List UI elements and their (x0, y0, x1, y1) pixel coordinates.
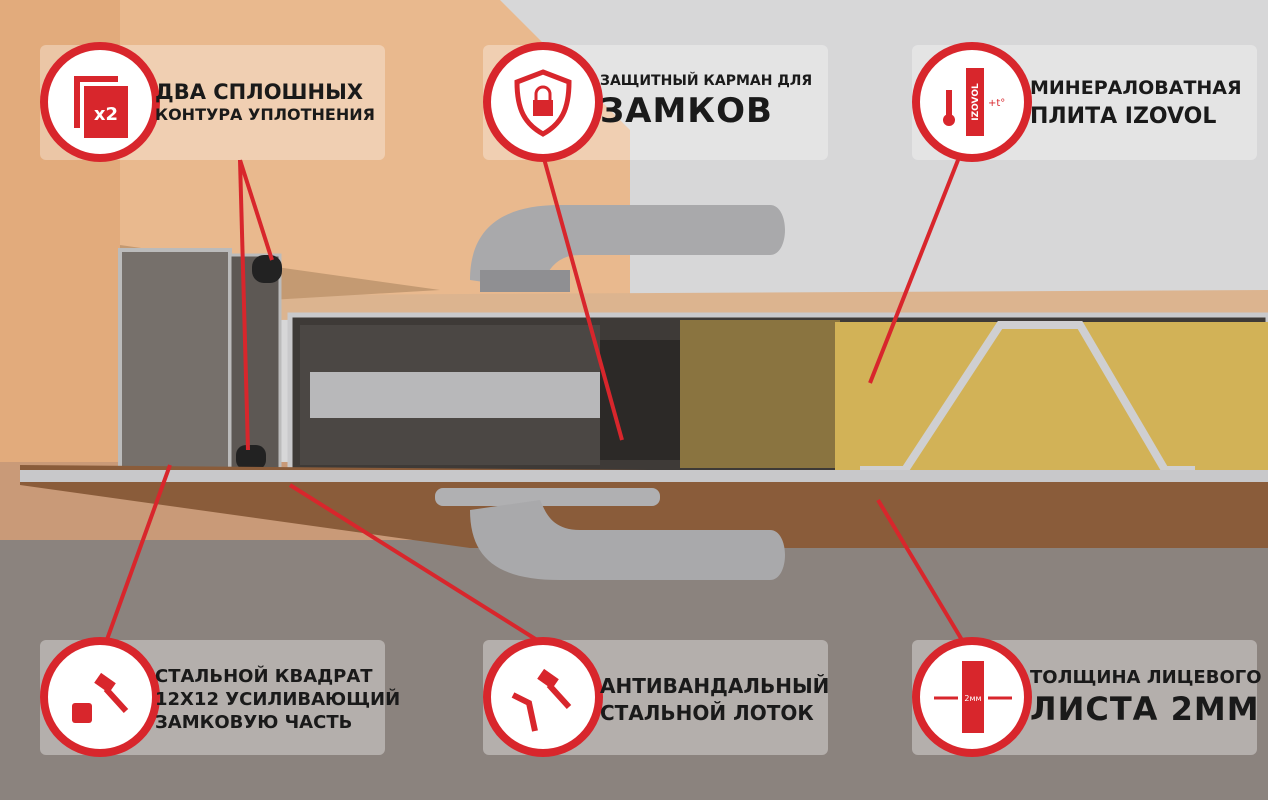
callout-lock-pocket-line1: ЗАЩИТНЫЙ КАРМАН ДЛЯ (600, 73, 813, 89)
callout-anti-vandal-line2: СТАЛЬНОЙ ЛОТОК (600, 701, 814, 725)
callout-steel-square-line1: СТАЛЬНОЙ КВАДРАТ (155, 666, 373, 687)
top-handle (470, 205, 785, 292)
hammer-bent-plate-icon (483, 637, 603, 757)
svg-text:+t°: +t° (988, 98, 1005, 109)
svg-text:x2: x2 (94, 104, 118, 125)
double-seal-icon: x2 (40, 42, 160, 162)
callout-anti-vandal-line1: АНТИВАНДАЛЬНЫЙ (600, 674, 830, 698)
callout-seals-line2: КОНТУРА УПЛОТНЕНИЯ (155, 105, 375, 124)
callout-mineral-wool-line2: ПЛИТА IZOVOL (1030, 104, 1217, 129)
bottom-handle (435, 488, 785, 580)
callout-sheet-thickness-line2: ЛИСТА 2ММ (1030, 690, 1260, 728)
callout-sheet-thickness-line1: ТОЛЩИНА ЛИЦЕВОГО (1030, 667, 1262, 688)
callout-mineral-wool-line1: МИНЕРАЛОВАТНАЯ (1030, 77, 1242, 99)
svg-text:IZOVOL: IZOVOL (971, 83, 981, 121)
callout-steel-square-line3: ЗАМКОВУЮ ЧАСТЬ (155, 712, 353, 733)
thermometer-insulation-icon: IZOVOL +t° (912, 42, 1032, 162)
shield-lock-icon (483, 42, 603, 162)
callout-arrows (103, 154, 967, 647)
hammer-square-icon (40, 637, 160, 757)
callout-steel-square-line2: 12х12 УСИЛИВАЮЩИЙ (155, 689, 401, 710)
callout-lock-pocket-line2: ЗАМКОВ (600, 91, 773, 131)
sheet-thickness-icon: 2мм (912, 637, 1032, 757)
svg-text:2мм: 2мм (964, 694, 981, 703)
callout-seals-line1: ДВА СПЛОШНЫХ (155, 80, 364, 104)
